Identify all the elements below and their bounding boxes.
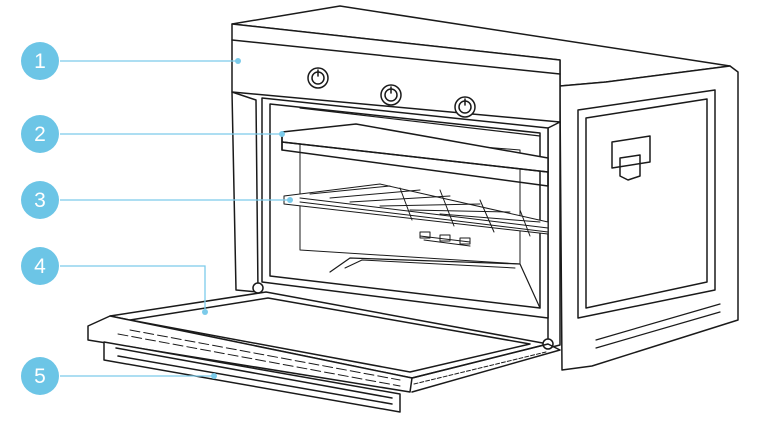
callout-number: 1 — [34, 50, 46, 73]
knob-left — [307, 67, 329, 89]
callout-circle — [21, 357, 59, 395]
leader-lines — [60, 60, 290, 377]
callout-badge-4: 4 — [21, 247, 59, 285]
callout-number: 5 — [34, 365, 46, 388]
callout-badge-1: 1 — [21, 42, 59, 80]
side-vents — [595, 303, 721, 349]
callout-circle — [21, 42, 59, 80]
side-panel-inset — [577, 89, 716, 319]
leader-endpoints — [202, 58, 293, 379]
callout-badge-5: 5 — [21, 357, 59, 395]
hinge-left — [252, 282, 264, 294]
door-vents — [117, 329, 547, 387]
callout-badge-2: 2 — [21, 115, 59, 153]
top-vents — [299, 107, 541, 137]
callout-number: 4 — [34, 255, 46, 278]
leader-4 — [60, 265, 206, 312]
callout-number: 3 — [34, 189, 46, 212]
callout-badge-3: 3 — [21, 181, 59, 219]
callout-circle — [21, 181, 59, 219]
glass-door — [129, 297, 531, 373]
door-handle — [103, 341, 401, 413]
knob-right — [454, 96, 476, 118]
knob-middle — [380, 84, 402, 106]
callout-circle — [21, 247, 59, 285]
callout-circle — [21, 115, 59, 153]
side-bracket — [611, 135, 651, 169]
callout-number: 2 — [34, 123, 46, 146]
wire-rack — [283, 183, 549, 247]
front-frame — [231, 91, 259, 293]
